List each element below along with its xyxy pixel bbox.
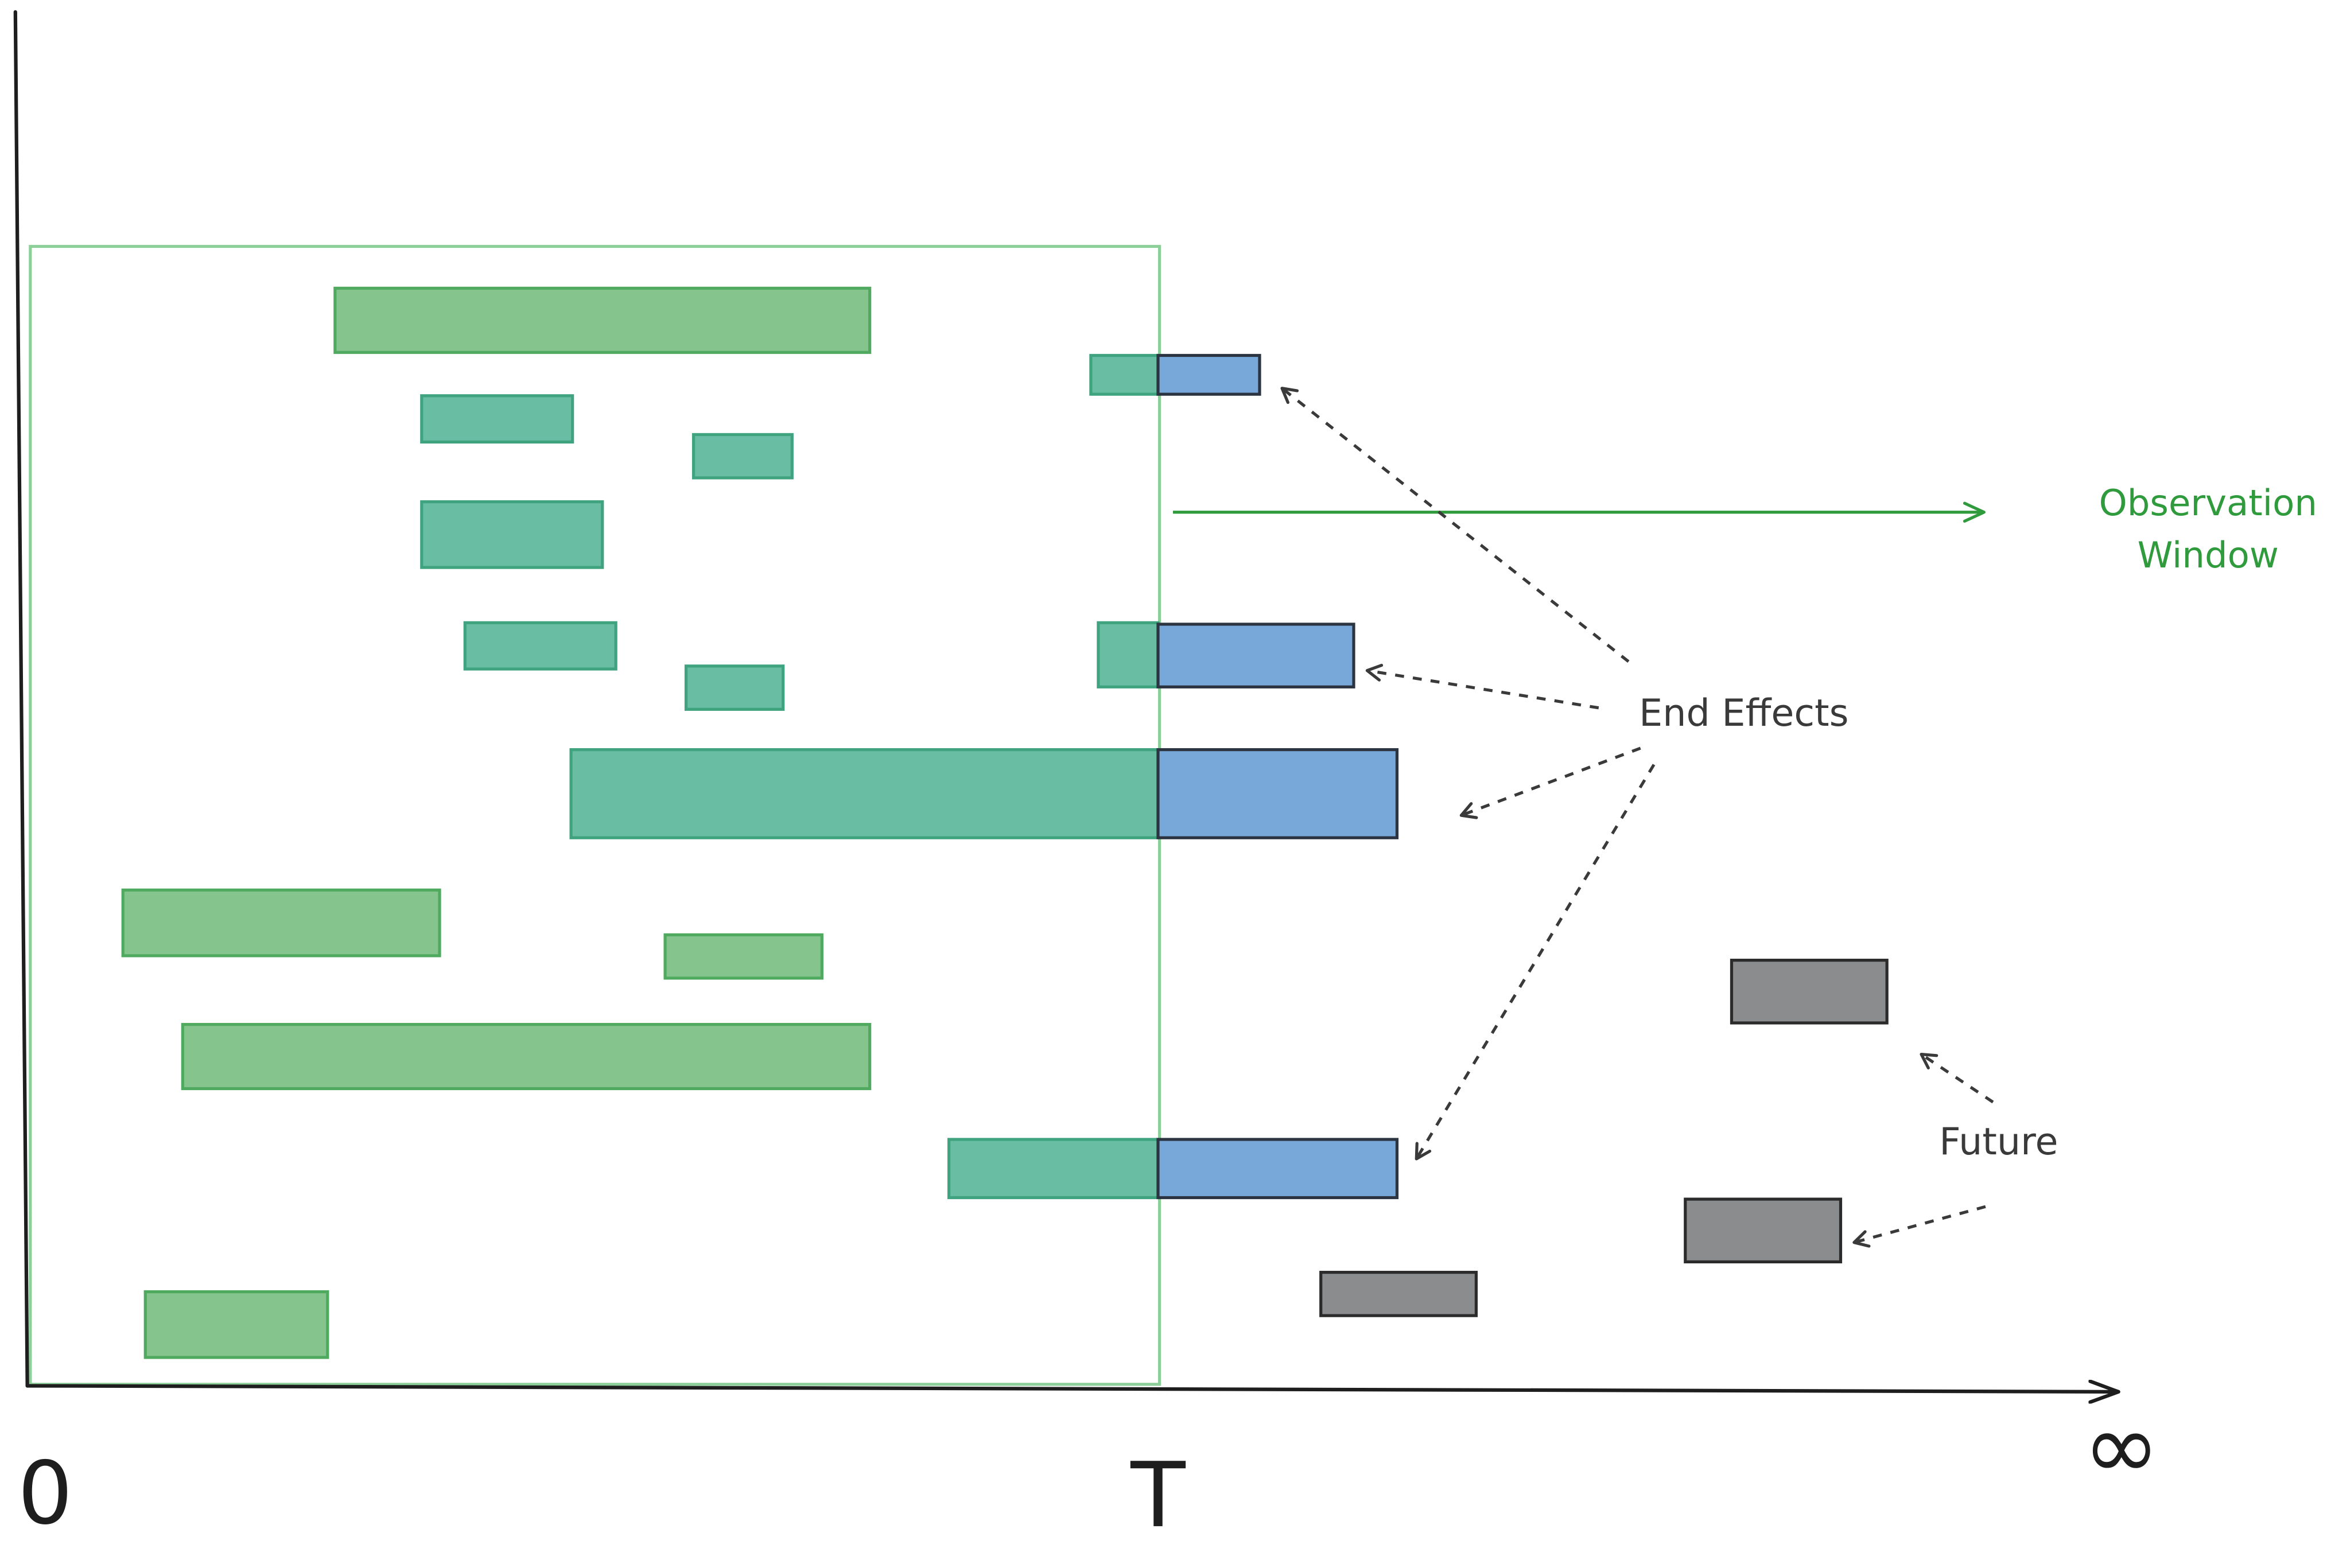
observed-interval bbox=[663, 933, 823, 980]
observed-interval bbox=[420, 500, 604, 569]
end-effect-interval bbox=[1156, 353, 1261, 396]
observed-interval bbox=[684, 664, 785, 711]
end-effects-arrow bbox=[1365, 663, 1599, 710]
observed-interval bbox=[463, 621, 617, 671]
future-interval bbox=[1684, 1197, 1843, 1264]
future-interval bbox=[1319, 1271, 1478, 1317]
end-effects-label: End Effects bbox=[1639, 692, 1848, 735]
observed-interval bbox=[143, 1290, 329, 1359]
observed-interval bbox=[691, 433, 794, 480]
future-interval bbox=[1730, 959, 1889, 1025]
infinity-label: ∞ bbox=[2083, 1393, 2160, 1501]
future-label: Future bbox=[1939, 1120, 2058, 1164]
end-effect-interval bbox=[1156, 1138, 1399, 1200]
end-effects-arrow bbox=[1459, 746, 1641, 819]
observed-interval bbox=[121, 888, 441, 958]
observed-interval bbox=[181, 1022, 872, 1091]
observed-interval bbox=[420, 394, 574, 444]
observation-window-label-line1: Observation bbox=[2099, 482, 2317, 524]
end-effect-interval bbox=[1156, 748, 1399, 839]
y-axis bbox=[13, 10, 29, 1388]
end-effects-arrow bbox=[1415, 764, 1656, 1161]
truncated-interval-observed-part bbox=[569, 748, 1160, 839]
end-effect-interval bbox=[1156, 622, 1355, 688]
observation-window-label-line2: Window bbox=[2138, 534, 2279, 576]
future-arrow bbox=[1852, 1205, 1986, 1248]
window-end-label: T bbox=[1130, 1443, 1186, 1547]
x-axis bbox=[25, 1386, 2120, 1391]
truncated-interval-observed-part bbox=[1097, 621, 1160, 688]
future-arrow bbox=[1920, 1053, 1994, 1104]
observed-interval bbox=[333, 286, 872, 354]
origin-label: 0 bbox=[18, 1443, 73, 1544]
end-effects-arrow bbox=[1280, 387, 1630, 663]
truncated-interval-observed-part bbox=[947, 1138, 1160, 1200]
truncated-interval-observed-part bbox=[1089, 353, 1160, 396]
